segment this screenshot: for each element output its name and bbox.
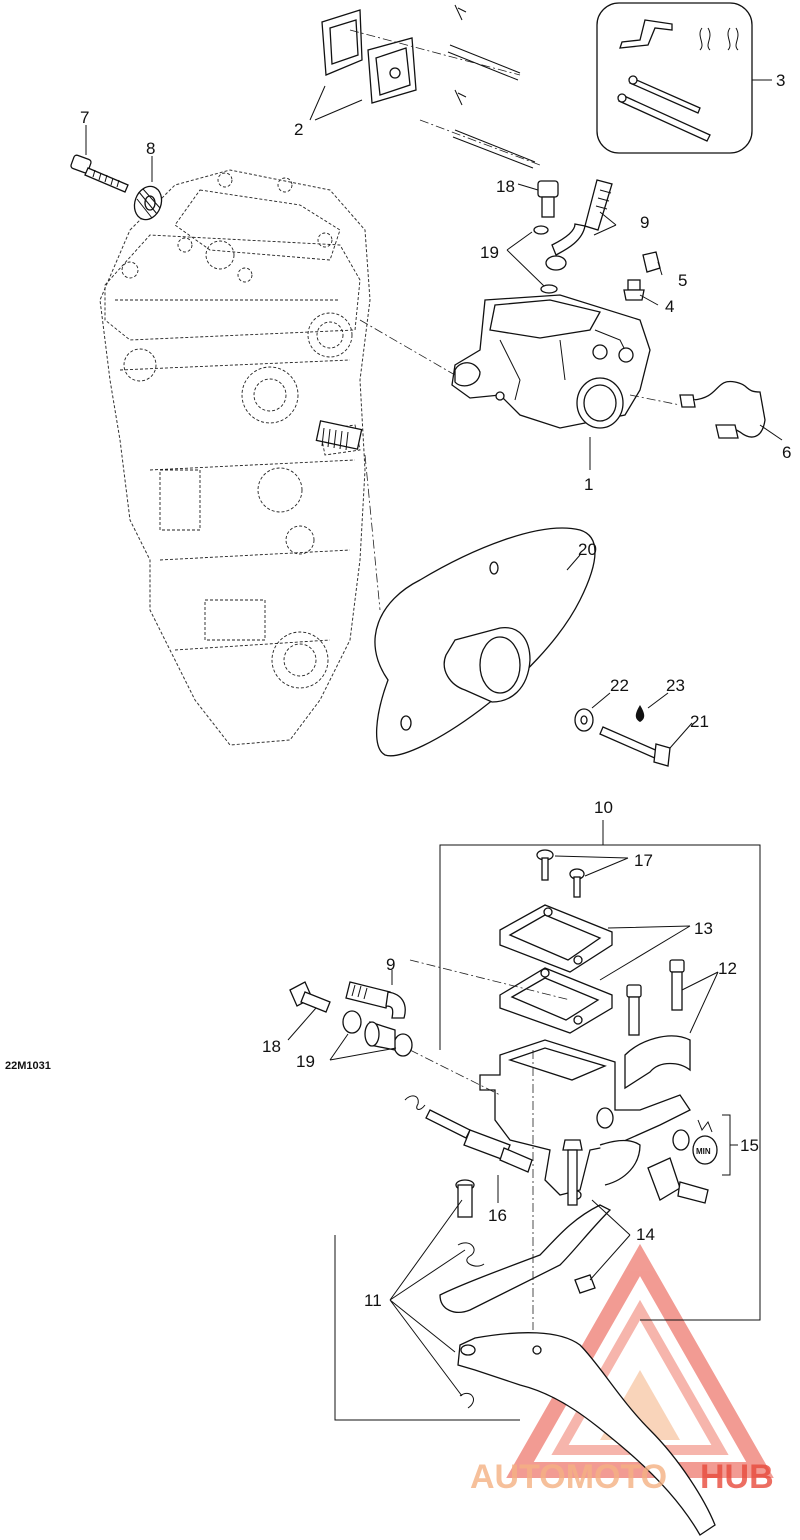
- diaphragm-13: [499, 967, 613, 1034]
- svg-text:MIN: MIN: [696, 1147, 711, 1156]
- brake-hose-9-lower: [345, 981, 406, 1019]
- callout-10: 10: [594, 798, 613, 817]
- gearbox-housing: [99, 169, 371, 746]
- callout-22: 22: [610, 676, 629, 695]
- brake-hose-9: [545, 179, 613, 271]
- cover-screws-17: [536, 849, 585, 898]
- sealing-washers-19-lower: [342, 1010, 413, 1057]
- callout-5: 5: [678, 271, 687, 290]
- callout-1: 1: [584, 475, 593, 494]
- screw-7: [70, 154, 129, 193]
- callout-9: 9: [640, 213, 649, 232]
- callout-7: 7: [80, 108, 89, 127]
- diagram-code: 22M1031: [5, 1060, 51, 1072]
- callout-17: 17: [634, 851, 653, 870]
- brake-pads-2: [321, 9, 417, 104]
- threadlocker-drop-23: [635, 705, 645, 722]
- automotohub-watermark-text: AUTOMOTO HUB: [470, 1458, 774, 1496]
- watermark-text-automoto: AUTOMOTO: [470, 1458, 667, 1496]
- callout-6: 6: [782, 443, 791, 462]
- callout-15: 15: [740, 1136, 759, 1155]
- callout-11: 11: [364, 1291, 382, 1310]
- callout-12: 12: [718, 959, 737, 978]
- bolt-21: [599, 726, 671, 767]
- brake-line-6: [679, 380, 766, 439]
- callout-8: 8: [146, 139, 155, 158]
- pivot-bolt-14: [562, 1139, 596, 1294]
- sight-glass-label: MIN: [696, 1147, 711, 1156]
- lever-pin-11: [455, 1179, 485, 1409]
- callout-21: 21: [690, 712, 709, 731]
- watermark-text-hub: HUB: [700, 1458, 774, 1496]
- brake-caliper-1: [451, 294, 651, 429]
- callout-14: 14: [636, 1225, 655, 1244]
- dust-boot: [647, 1157, 709, 1204]
- bleeder-cap-5: [642, 251, 661, 273]
- callout-23: 23: [666, 676, 685, 695]
- callout-13: 13: [694, 919, 713, 938]
- pin-kit-box-3: [596, 2, 753, 154]
- callout-20: 20: [578, 540, 597, 559]
- handlebar-clamp-12: [624, 959, 691, 1090]
- push-rod-16: [404, 1095, 533, 1173]
- callout-9-lower: 9: [386, 955, 395, 974]
- part-callouts: 1 2 3 4 5 6 7 8 9 18 19 20 21 22 23 10 1…: [5, 71, 791, 1310]
- callout-18: 18: [496, 177, 515, 196]
- callout-3: 3: [776, 71, 785, 90]
- callout-19-lower: 19: [296, 1052, 315, 1071]
- callout-2: 2: [294, 120, 303, 139]
- leader-lines: [85, 85, 783, 1397]
- pad-pins: [349, 4, 541, 169]
- callout-18-lower: 18: [262, 1037, 281, 1056]
- banjo-bolt-18: [537, 180, 559, 218]
- washer-22: [574, 708, 594, 732]
- reservoir-cover-13: [499, 904, 613, 973]
- brake-disc-20: [374, 527, 596, 757]
- banjo-bolt-18-lower: [289, 981, 331, 1013]
- sealing-washers-19: [533, 225, 558, 294]
- callout-16: 16: [488, 1206, 507, 1225]
- bleeder-screw-4: [623, 279, 645, 301]
- callout-19: 19: [480, 243, 499, 262]
- output-shaft: [315, 420, 363, 451]
- sight-glass-15: [672, 1119, 718, 1165]
- washer-8: [133, 185, 163, 221]
- brake-lever: [439, 1204, 716, 1536]
- callout-4: 4: [665, 297, 674, 316]
